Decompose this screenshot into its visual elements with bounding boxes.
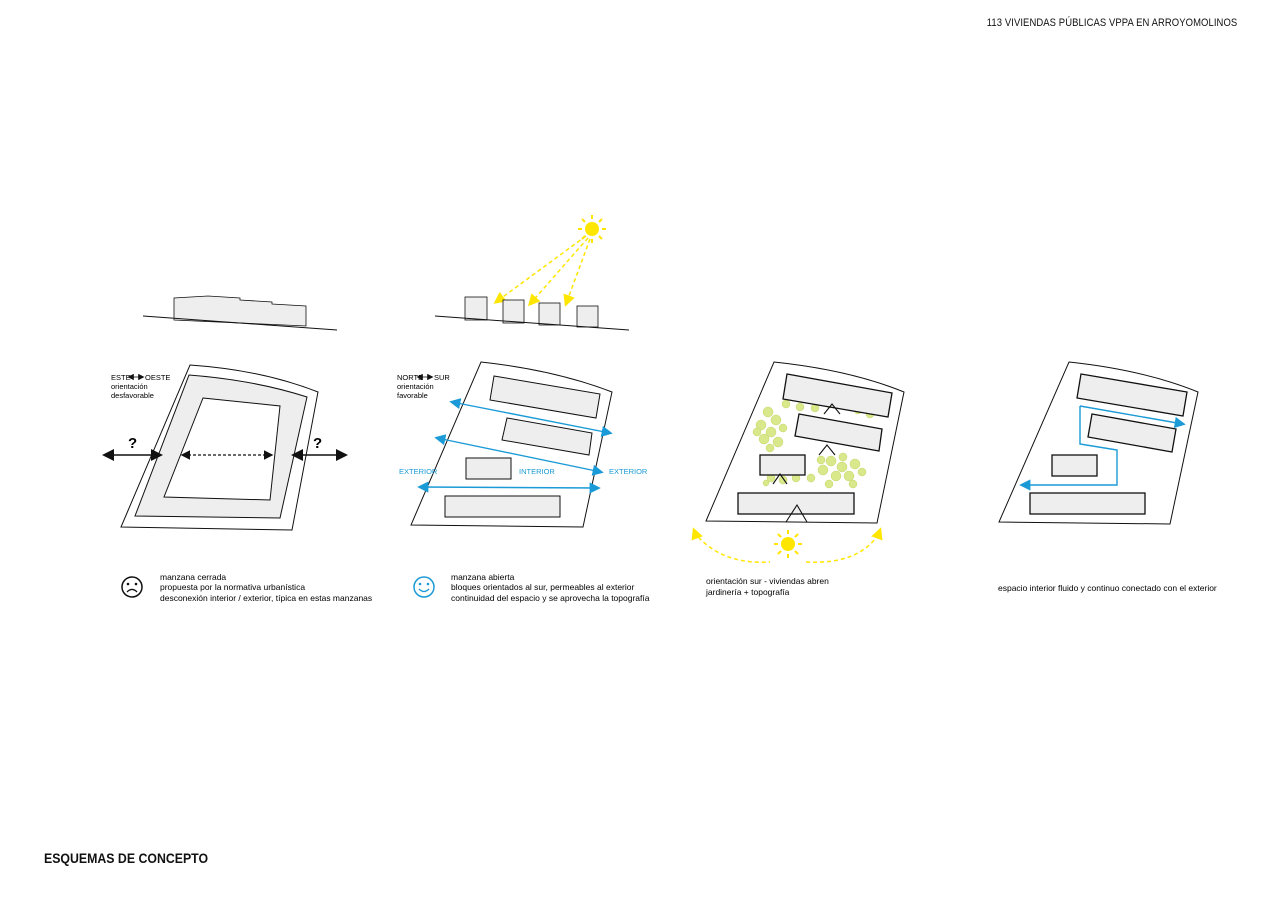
sun-icon <box>774 530 802 558</box>
orientation-note-1: ESTE OESTE orientación desfavorable <box>111 373 170 400</box>
tree-cluster <box>752 399 875 489</box>
orientation-note-2: NORTE SUR orientación favorable <box>397 373 450 400</box>
orientation-left: ESTE <box>111 373 131 382</box>
question-mark-left: ? <box>128 435 137 452</box>
caption-4-line1: espacio interior fluido y continuo conec… <box>998 583 1217 593</box>
caption-3-line1: orientación sur - viviendas abren <box>706 576 829 586</box>
happy-face-icon <box>413 576 435 598</box>
plan-fluid-space <box>998 361 1199 525</box>
sun-icon <box>578 215 606 243</box>
panel-fluid-space: espacio interior fluido y continuo conec… <box>998 361 1217 593</box>
caption-1-line1: manzana cerrada <box>160 572 226 582</box>
page-heading: ESQUEMAS DE CONCEPTO <box>44 850 209 866</box>
question-mark-right: ? <box>313 435 322 452</box>
caption-1-line3: desconexión interior / exterior, típica … <box>160 593 372 603</box>
orientation-left: NORTE <box>397 373 423 382</box>
orientation-line2: orientación <box>397 382 434 391</box>
plan-closed-block: ? ? <box>102 364 348 531</box>
section-profile-2 <box>434 296 630 331</box>
orientation-right: SUR <box>434 373 450 382</box>
sun-rays <box>493 235 591 307</box>
label-exterior-left: EXTERIOR <box>399 467 438 476</box>
caption-1-line2: propuesta por la normativa urbanística <box>160 582 305 592</box>
plan-open-block: EXTERIOR INTERIOR EXTERIOR <box>399 361 648 528</box>
caption-2-line3: continuidad del espacio y se aprovecha l… <box>451 593 650 603</box>
plan-south-orientation <box>705 361 905 524</box>
sad-face-icon <box>121 576 143 598</box>
orientation-right: OESTE <box>145 373 170 382</box>
header-title: 113 VIVIENDAS PÚBLICAS VPPA EN ARROYOMOL… <box>986 17 1237 29</box>
caption-2-line1: manzana abierta <box>451 572 515 582</box>
label-exterior-right: EXTERIOR <box>609 467 648 476</box>
orientation-line2: orientación <box>111 382 148 391</box>
panel-open-block: EXTERIOR INTERIOR EXTERIOR NORTE SUR ori… <box>397 215 650 603</box>
caption-2-line2: bloques orientados al sur, permeables al… <box>451 582 634 592</box>
panel-closed-block: ? ? ESTE OESTE orientación desfavorable … <box>102 295 372 603</box>
label-interior: INTERIOR <box>519 467 555 476</box>
orientation-line3: favorable <box>397 391 428 400</box>
caption-3-line2: jardinería + topografía <box>705 587 790 597</box>
section-profile-1 <box>142 295 338 331</box>
panel-south-orientation: orientación sur - viviendas abren jardin… <box>691 361 905 597</box>
orientation-line3: desfavorable <box>111 391 154 400</box>
